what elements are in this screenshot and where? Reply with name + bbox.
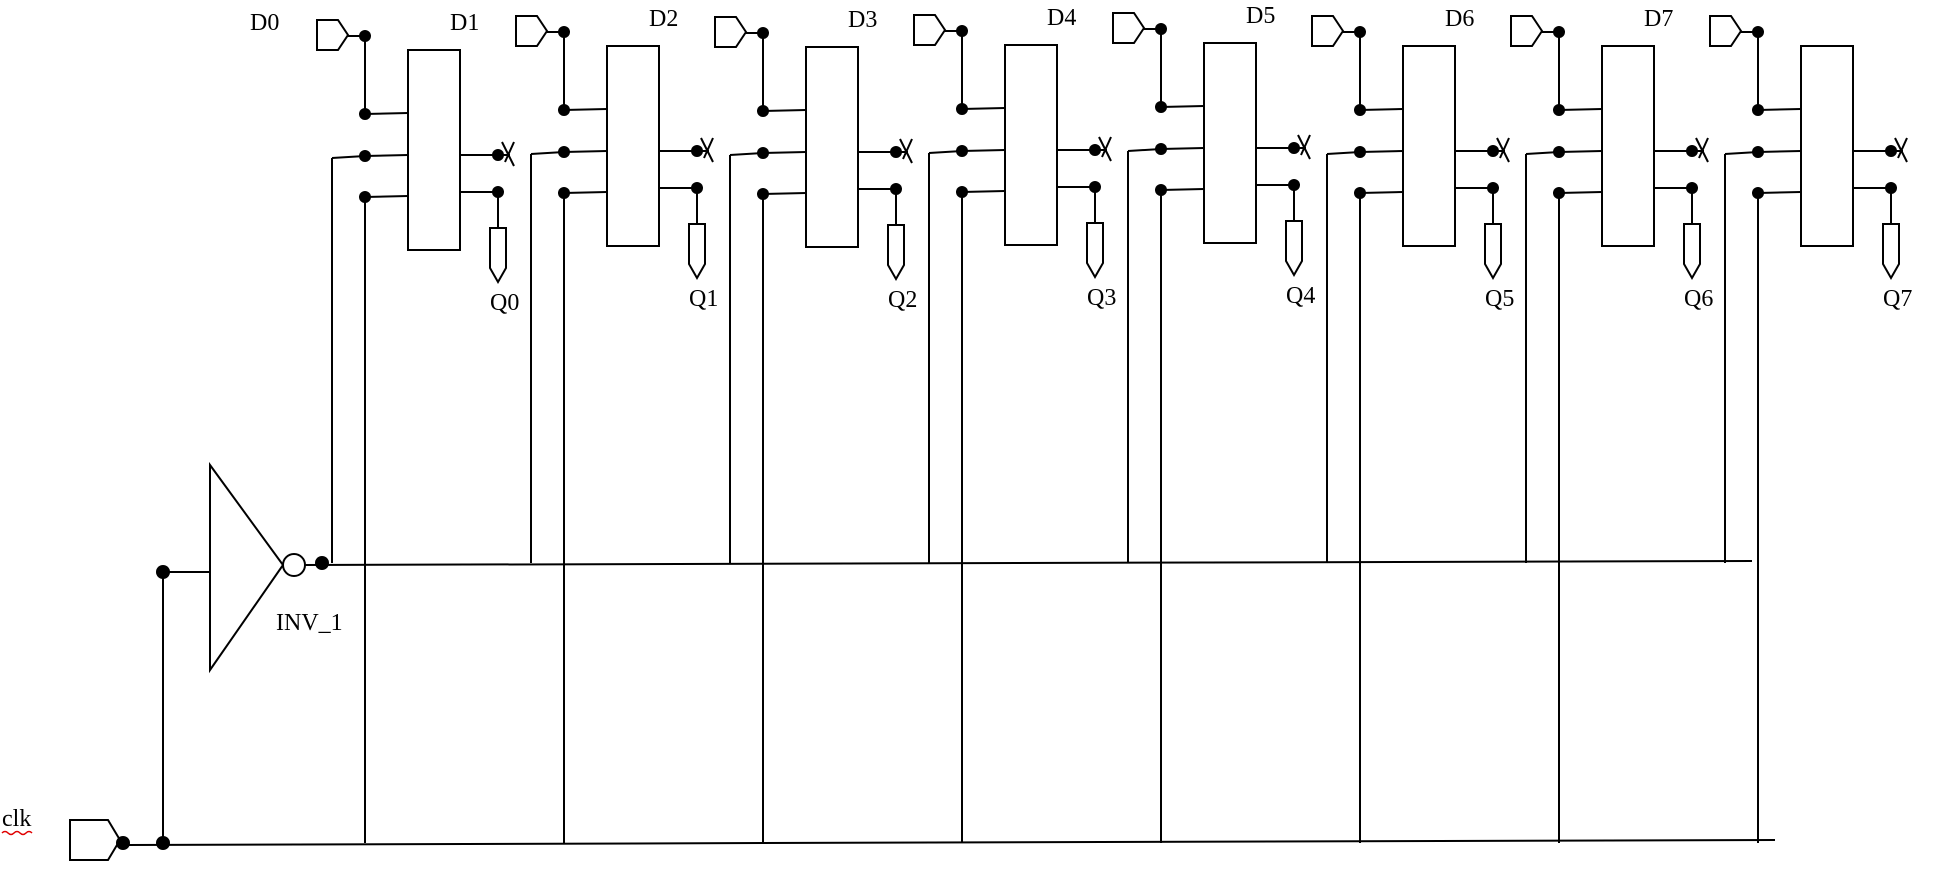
d-input-pin (1510, 15, 1544, 47)
no-connect-mark (498, 141, 515, 167)
flip-flop-box (1601, 45, 1655, 247)
wire (1160, 188, 1205, 191)
wire (364, 195, 409, 198)
flip-flop-box (1402, 45, 1456, 247)
clk-label: clk (2, 806, 31, 832)
wire (1757, 150, 1802, 153)
flip-flop-label: D3 (848, 7, 877, 33)
wire (1558, 191, 1603, 194)
spellcheck-squiggle (1, 830, 33, 836)
flip-flop-label: D5 (1246, 3, 1275, 29)
flip-flop-box (606, 45, 660, 247)
flip-flop-box (1004, 44, 1058, 246)
q-output-label: Q7 (1883, 286, 1912, 312)
no-connect-mark (1891, 137, 1908, 163)
inverter-gate (209, 461, 1753, 674)
q-output-label: Q5 (1485, 286, 1514, 312)
no-connect-mark (1294, 134, 1311, 160)
wire (563, 191, 608, 194)
wire (1757, 191, 1802, 194)
flip-flop-box (1203, 42, 1257, 244)
q-output-label: Q1 (689, 286, 718, 312)
flip-flop-box (407, 49, 461, 251)
d-input-label: D0 (250, 10, 279, 36)
wire (762, 151, 807, 154)
q-output-pin (887, 224, 905, 282)
wire (729, 152, 764, 156)
wire (1757, 108, 1802, 111)
d-input-pin (913, 14, 947, 46)
clock-bus (116, 565, 1776, 850)
flip-flop-label: D6 (1445, 6, 1474, 32)
wire (1558, 108, 1603, 111)
wire (1359, 108, 1404, 111)
d-input-pin (714, 16, 748, 48)
wire (530, 151, 565, 155)
d-input-pin (316, 19, 350, 51)
d-input-pin (1709, 15, 1743, 47)
q-output-label: Q6 (1684, 286, 1713, 312)
d-input-pin (1112, 12, 1146, 44)
flip-flop-label: D2 (649, 6, 678, 32)
wire (1127, 148, 1162, 152)
flip-flop-box (1800, 45, 1854, 247)
q-output-label: Q3 (1087, 285, 1116, 311)
clk-input-pin (69, 819, 122, 861)
q-output-pin (489, 227, 507, 285)
wire (1359, 191, 1404, 194)
no-connect-mark (697, 137, 714, 163)
wire (364, 154, 409, 157)
no-connect-mark (1493, 137, 1510, 163)
flip-flop-box (805, 46, 859, 248)
wire (762, 109, 807, 112)
q-output-pin (1285, 220, 1303, 278)
flip-flop-stage: Q7 (1709, 15, 1912, 843)
wire (331, 155, 366, 159)
wire (1724, 151, 1759, 155)
wire (762, 192, 807, 195)
q-output-pin (1086, 222, 1104, 280)
no-connect-mark (896, 138, 913, 164)
wire (961, 190, 1006, 193)
wire (563, 108, 608, 111)
wire (1359, 150, 1404, 153)
wire (928, 150, 963, 154)
wire (961, 107, 1006, 110)
wire (364, 112, 409, 115)
wire (563, 150, 608, 153)
wire (1558, 150, 1603, 153)
q-output-label: Q2 (888, 287, 917, 313)
q-output-pin (1484, 223, 1502, 281)
q-output-pin (1683, 223, 1701, 281)
wire (1326, 151, 1361, 155)
q-output-pin (688, 223, 706, 281)
wire (1160, 105, 1205, 108)
d-input-pin (1311, 15, 1345, 47)
d-input-pin (515, 15, 549, 47)
no-connect-mark (1095, 136, 1112, 162)
inverter-label: INV_1 (276, 610, 343, 636)
wire (961, 149, 1006, 152)
wire (1525, 151, 1560, 155)
q-output-pin (1882, 223, 1900, 281)
no-connect-mark (1692, 137, 1709, 163)
flip-flop-label: D4 (1047, 5, 1076, 31)
q-output-label: Q4 (1286, 283, 1315, 309)
flip-flop-label: D1 (450, 10, 479, 36)
flip-flop-label: D7 (1644, 6, 1673, 32)
wire (1160, 147, 1205, 150)
q-output-label: Q0 (490, 290, 519, 316)
